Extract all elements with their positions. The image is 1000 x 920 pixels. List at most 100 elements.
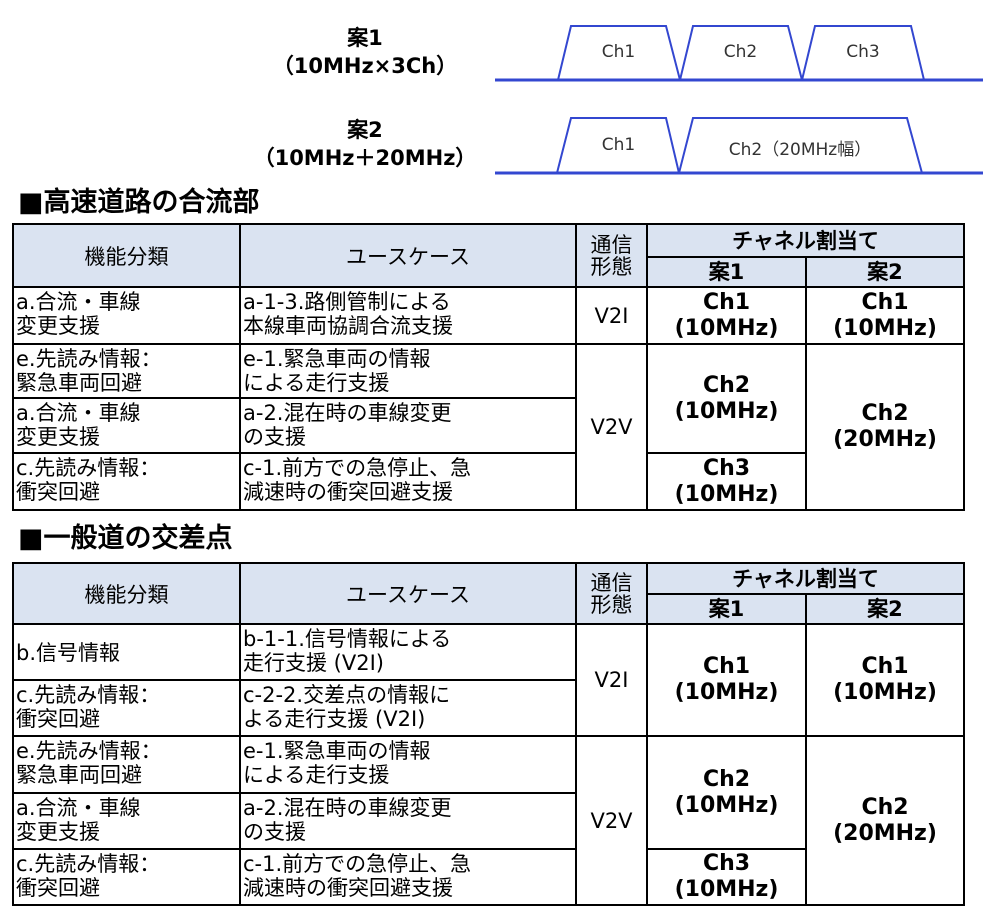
header-usecase: ユースケース: [239, 223, 577, 288]
category-cell: a.合流・車線 変更支援: [12, 792, 241, 850]
usecase-cell: e-1.緊急車両の情報 による走行支援: [239, 343, 577, 399]
category-line1: c.先読み情報：: [16, 852, 161, 876]
category-cell: e.先読み情報： 緊急車両回避: [12, 735, 241, 794]
usecase-line1: a-2.混在時の車線変更: [243, 401, 452, 425]
usecase-line1: c-1.前方での急停止、急: [243, 456, 472, 480]
usecase-line2: よる走行支援 (V2I): [243, 707, 426, 731]
intersection-table: 機能分類 ユースケース 通信 形態 チャネル割当て 案1 案2 b.信号情報 b…: [12, 562, 966, 906]
channel-bandwidth: (10MHz): [674, 792, 779, 818]
channel-bandwidth: (10MHz): [674, 877, 779, 902]
usecase-cell: c-1.前方での急停止、急 減速時の衝突回避支援: [239, 848, 577, 906]
category-cell: a.合流・車線 変更支援: [12, 397, 241, 454]
category-line2: 衝突回避: [16, 876, 100, 900]
channel-name: Ch2: [702, 766, 751, 792]
usecase-line1: a-1-3.路側管制による: [243, 290, 451, 314]
category-line1: e.先読み情報：: [16, 739, 162, 763]
header-usecase: ユースケース: [239, 562, 577, 625]
header-allocation: チャネル割当て: [645, 562, 966, 595]
usecase-line2: 減速時の衝突回避支援: [243, 480, 453, 504]
category-line1: b.信号情報: [16, 641, 121, 665]
plan1-channel-cell: Ch3 (10MHz): [646, 452, 807, 511]
channel-bandwidth: (20MHz): [833, 820, 937, 846]
usecase-line2: による走行支援: [243, 763, 390, 787]
table-row: b.信号情報 b-1-1.信号情報による 走行支援 (V2I) V2I Ch1 …: [12, 623, 966, 737]
channel-name: Ch1: [861, 289, 909, 315]
channel-name: Ch1: [861, 654, 909, 679]
plan2-label: 案2 （10MHz＋20MHz）: [200, 116, 530, 172]
channel-bandwidth: (10MHz): [674, 398, 779, 424]
plan2-ch2-label: Ch2（20MHz幅）: [728, 140, 872, 160]
section-title-intersection: ■一般道の交差点: [18, 523, 233, 554]
channel-bandwidth: (10MHz): [674, 481, 779, 507]
plan2-channel-cell: Ch2 (20MHz): [804, 735, 966, 906]
plan1-ch1-label: Ch1: [601, 42, 636, 62]
header-comm-type-line1: 通信: [590, 232, 633, 257]
plan2-channel-cell: Ch1 (10MHz): [804, 623, 966, 737]
category-line1: a.合流・車線: [16, 796, 141, 820]
category-line1: a.合流・車線: [16, 401, 141, 425]
channel-bandwidth: (20MHz): [833, 427, 937, 452]
channel-name: Ch2: [861, 401, 909, 426]
usecase-line1: e-1.緊急車両の情報: [243, 347, 431, 371]
plan2-ch2-shape: [678, 117, 923, 174]
header-comm-type: 通信 形態: [575, 223, 648, 288]
plan1-channel-cell: Ch2 (10MHz): [646, 735, 807, 850]
category-cell: c.先読み情報： 衝突回避: [12, 452, 241, 511]
usecase-line1: c-1.前方での急停止、急: [243, 852, 472, 876]
plan2-title: 案2: [347, 118, 383, 142]
channel-name: Ch1: [702, 289, 751, 315]
channel-bandwidth: (10MHz): [674, 680, 779, 705]
plan2-ch1-shape: [556, 117, 680, 174]
table-row: c.先読み情報： 衝突回避 c-1.前方での急停止、急 減速時の衝突回避支援 C…: [12, 848, 964, 906]
usecase-cell: b-1-1.信号情報による 走行支援 (V2I): [239, 623, 577, 681]
highway-merge-table: 機能分類 ユースケース 通信 形態 チャネル割当て 案1 案2 a.合流・車線 …: [12, 223, 966, 511]
channel-bandwidth: (10MHz): [833, 680, 937, 705]
usecase-line1: c-2-2.交差点の情報に: [243, 683, 451, 707]
table-row: c.先読み情報： 衝突回避 c-2-2.交差点の情報に よる走行支援 (V2I): [12, 679, 964, 737]
usecase-line1: a-2.混在時の車線変更: [243, 796, 452, 820]
usecase-line1: b-1-1.信号情報による: [243, 627, 452, 651]
category-line2: 緊急車両回避: [16, 763, 142, 787]
plan1-ch2-label: Ch2: [723, 42, 758, 62]
channel-name: Ch3: [702, 851, 751, 876]
usecase-line2: 本線車両協調合流支援: [243, 314, 453, 338]
usecase-line2: 走行支援 (V2I): [243, 651, 384, 675]
plan1-ch3-shape: [801, 25, 925, 81]
plan2-channel-cell: Ch1 (10MHz): [804, 286, 966, 345]
category-line2: 変更支援: [16, 425, 100, 449]
plan1-channel-cell: Ch2 (10MHz): [646, 343, 807, 454]
header-plan2: 案2: [804, 593, 966, 625]
comm-type-cell: V2I: [575, 286, 648, 345]
section-title-highway-merge: ■高速道路の合流部: [18, 187, 260, 218]
header-plan1: 案1: [646, 256, 807, 288]
category-line2: 変更支援: [16, 314, 100, 338]
comm-type-cell: V2V: [575, 735, 648, 906]
usecase-line1: e-1.緊急車両の情報: [243, 739, 431, 763]
category-line1: c.先読み情報：: [16, 683, 161, 707]
usecase-cell: a-2.混在時の車線変更 の支援: [239, 397, 577, 454]
plan1-ch3-label: Ch3: [846, 42, 880, 62]
header-comm-type-line2: 形態: [590, 592, 633, 617]
usecase-line2: の支援: [243, 425, 306, 449]
header-category: 機能分類: [12, 562, 241, 625]
usecase-cell: a-2.混在時の車線変更 の支援: [239, 792, 577, 850]
channel-bandwidth: (10MHz): [833, 315, 937, 341]
plan1-subtitle: （10MHz×3Ch）: [272, 54, 458, 78]
category-line1: c.先読み情報：: [16, 456, 161, 480]
usecase-cell: c-1.前方での急停止、急 減速時の衝突回避支援: [239, 452, 577, 511]
plan1-title: 案1: [347, 26, 383, 50]
channel-name: Ch2: [702, 372, 751, 398]
plan2-subtitle: （10MHz＋20MHz）: [253, 146, 477, 170]
category-line1: a.合流・車線: [16, 290, 141, 314]
category-cell: c.先読み情報： 衝突回避: [12, 679, 241, 737]
usecase-cell: a-1-3.路側管制による 本線車両協調合流支援: [239, 286, 577, 345]
header-comm-type-line1: 通信: [590, 570, 633, 595]
header-comm-type: 通信 形態: [575, 562, 648, 625]
table-row: c.先読み情報： 衝突回避 c-1.前方での急停止、急 減速時の衝突回避支援 C…: [12, 452, 964, 511]
usecase-cell: c-2-2.交差点の情報に よる走行支援 (V2I): [239, 679, 577, 737]
plan1-ch1-shape: [557, 25, 681, 81]
category-cell: e.先読み情報： 緊急車両回避: [12, 343, 241, 399]
plan1-channel-cell: Ch1 (10MHz): [646, 623, 807, 737]
plan1-channel-cell: Ch1 (10MHz): [646, 286, 807, 345]
plan2-ch1-label: Ch1: [601, 135, 636, 155]
